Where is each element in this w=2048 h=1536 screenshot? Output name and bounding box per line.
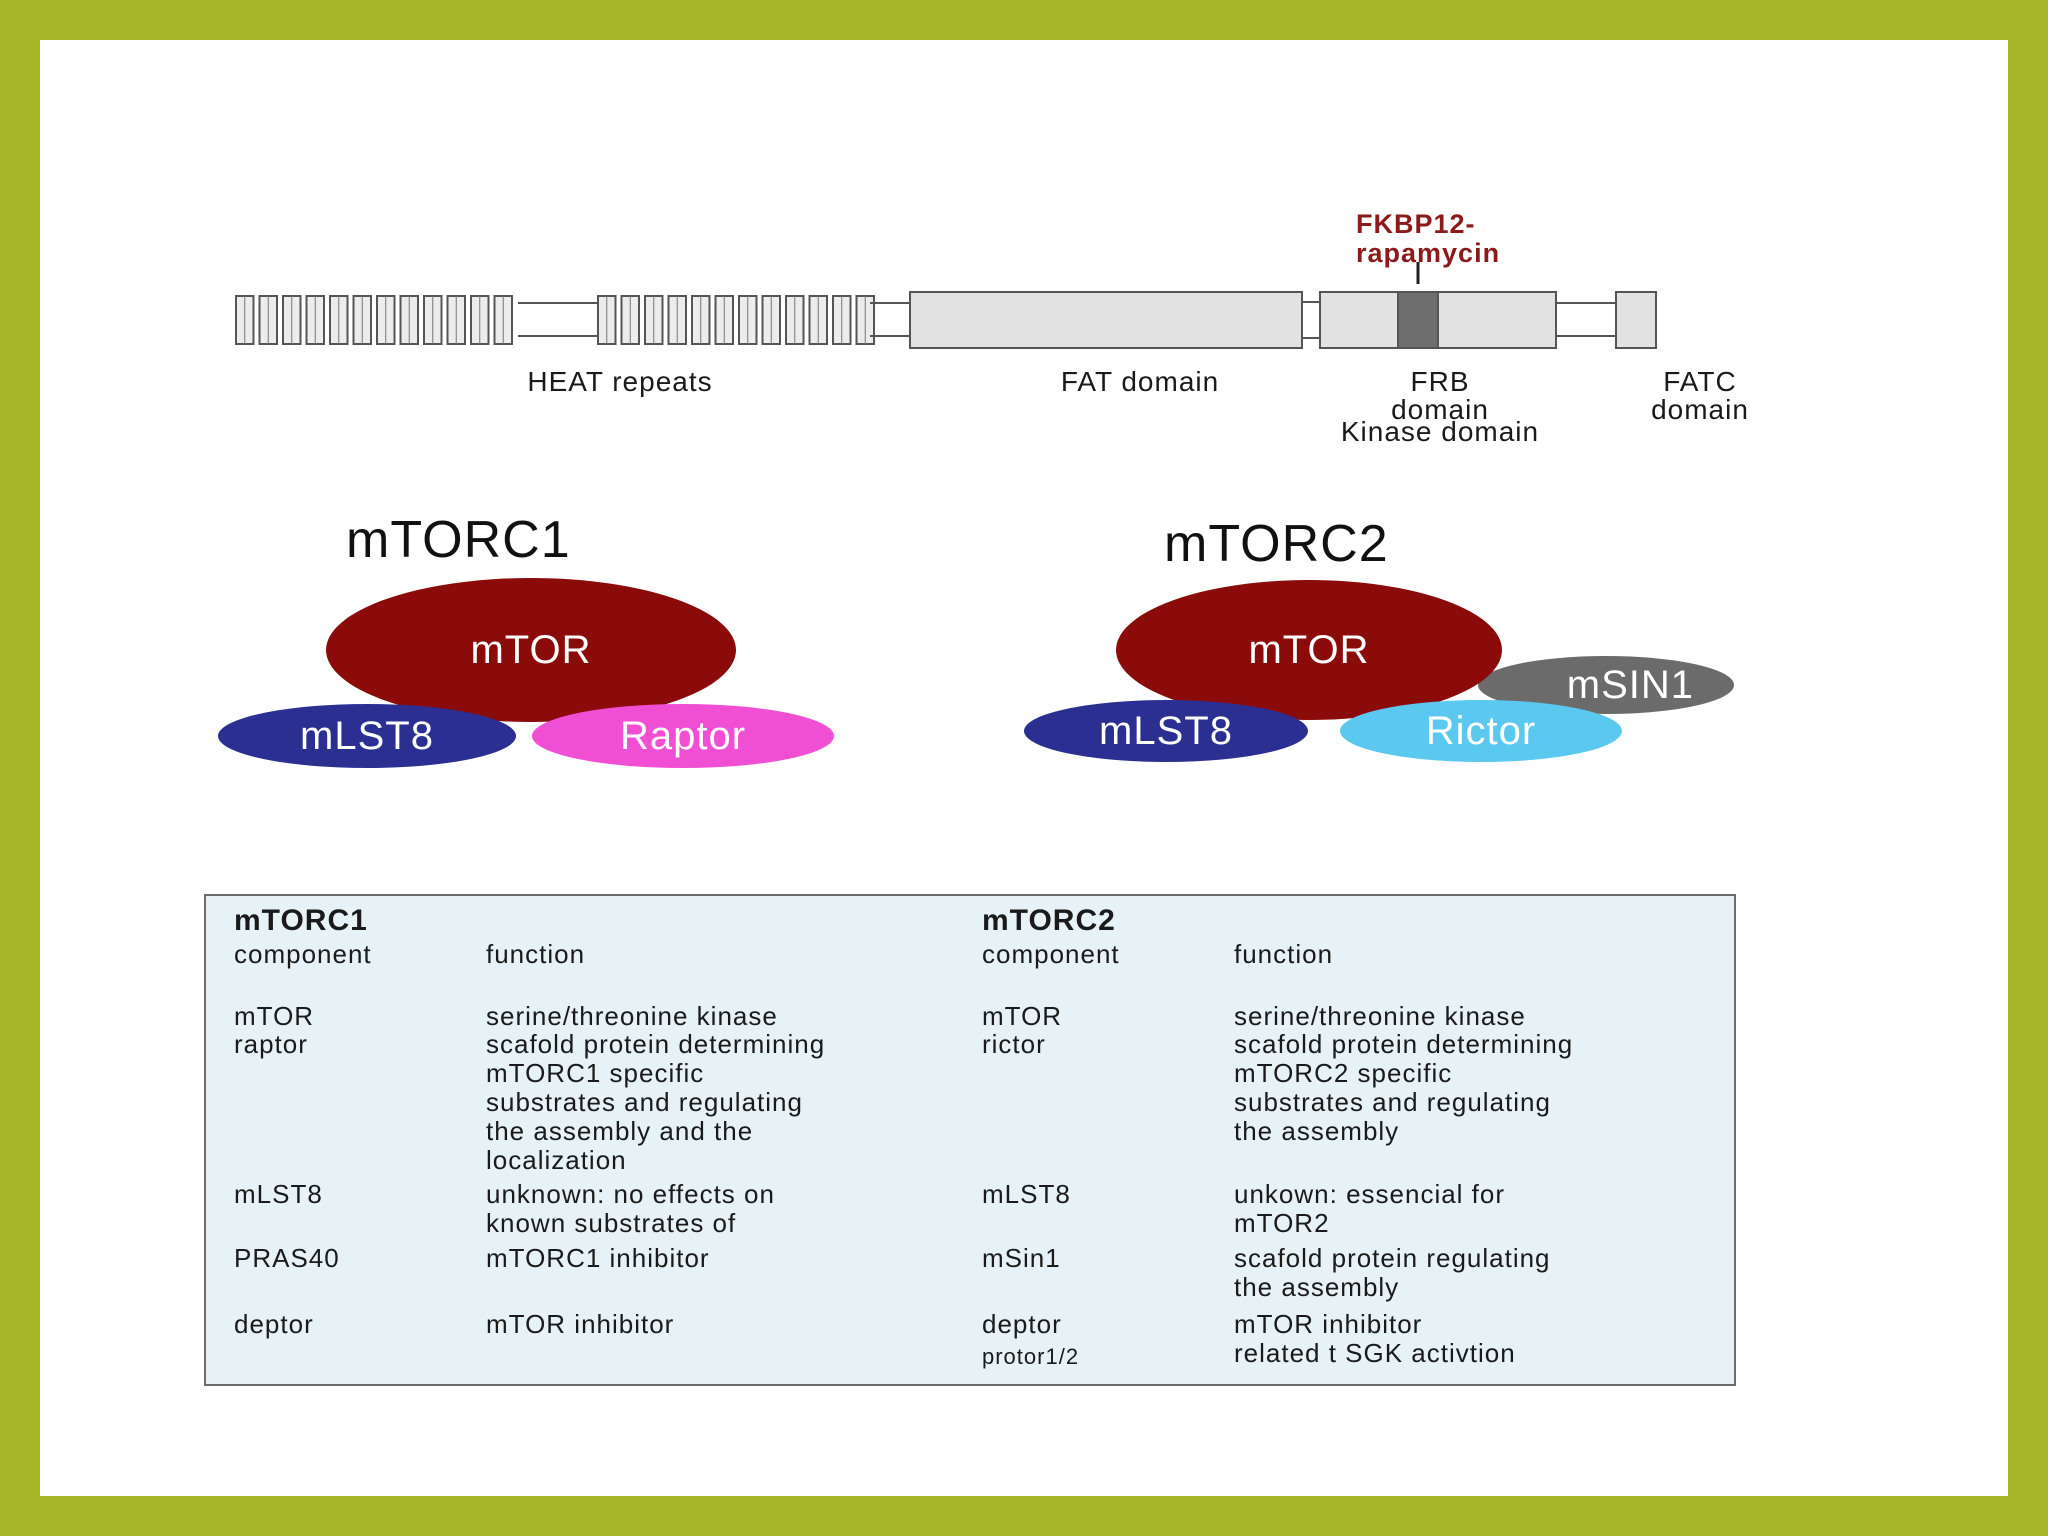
mtorc1-mlst8-label: mLST8 <box>300 713 434 758</box>
mtorc2-msin1-label: mSIN1 <box>1566 662 1694 707</box>
table-r-msin1-fn: scafold protein regulating the assembly <box>1234 1243 1551 1302</box>
table-mtorc1-function-header: function <box>486 939 586 969</box>
mtorc1-raptor-label: Raptor <box>619 713 747 758</box>
mtorc1-mtor-label: mTOR <box>470 627 592 672</box>
fatc-line1: FATC <box>1663 366 1737 397</box>
table-l-mlst8-fn: unknown: no effects on known substrates … <box>486 1179 775 1238</box>
table-r-scaffold-fn: scafold protein determining mTORC2 speci… <box>1234 1029 1574 1146</box>
frb-domain-box <box>1397 291 1439 349</box>
kinase-domain-label: Kinase domain <box>1340 416 1540 447</box>
table-r-msin1: mSin1 <box>982 1243 1061 1273</box>
table-r-mlst8: mLST8 <box>982 1179 1071 1209</box>
fat-domain-box <box>909 291 1303 349</box>
table-l-pras40: PRAS40 <box>234 1243 340 1273</box>
table-r-deptor: deptor <box>982 1309 1062 1339</box>
fkbp-line2: rapamycin <box>1356 238 1501 268</box>
heat-repeats-group-2 <box>597 295 875 345</box>
mtorc1-mlst8-subunit: mLST8 <box>218 704 516 768</box>
table-l-kinase-fn: serine/threonine kinase <box>486 1001 778 1031</box>
fkbp12-rapamycin-label: FKBP12- rapamycin <box>1356 210 1500 268</box>
table-l-deptor-fn: mTOR inhibitor <box>486 1309 675 1339</box>
fatc-domain-label: FATC domain <box>1600 368 1800 424</box>
frb-domain-label: FRB domain <box>1330 368 1550 424</box>
heat-repeats-group-1 <box>235 295 513 345</box>
table-mtorc1-title: mTORC1 <box>234 904 368 937</box>
mtorc2-mlst8-label: mLST8 <box>1099 708 1233 753</box>
frb-line1: FRB <box>1410 366 1470 397</box>
table-r-deptor-fn: mTOR inhibitor related t SGK activtion <box>1234 1309 1516 1368</box>
table-r-kinase-fn: serine/threonine kinase <box>1234 1001 1526 1031</box>
mtorc2-mtor-label: mTOR <box>1248 627 1370 672</box>
mtorc1-mtor-subunit: mTOR <box>326 578 736 722</box>
mtorc2-title: mTORC2 <box>1164 515 1389 573</box>
mtorc2-mtor-subunit: mTOR <box>1116 580 1502 720</box>
table-l-pras40-fn: mTORC1 inhibitor <box>486 1243 710 1273</box>
table-r-mtor: mTOR <box>982 1001 1063 1031</box>
table-l-deptor: deptor <box>234 1309 314 1339</box>
component-table: mTORC1 component function mTORC2 compone… <box>204 894 1736 1386</box>
fatc-domain-box <box>1615 291 1657 349</box>
mtorc2-rictor-subunit: Rictor <box>1340 700 1622 762</box>
mtorc1-raptor-subunit: Raptor <box>532 704 834 768</box>
fkbp-line1: FKBP12- <box>1356 209 1476 239</box>
table-mtorc2-component-header: component <box>982 939 1120 969</box>
mtorc2-rictor-label: Rictor <box>1425 708 1537 753</box>
linker-box <box>1301 301 1321 339</box>
table-r-rictor: rictor <box>982 1029 1046 1059</box>
table-mtorc2-title: mTORC2 <box>982 904 1116 937</box>
table-l-scaffold-fn: scafold protein determining mTORC1 speci… <box>486 1029 826 1175</box>
mtorc2-mlst8-subunit: mLST8 <box>1024 700 1308 762</box>
table-r-protor: protor1/2 <box>982 1344 1080 1369</box>
table-mtorc1-component-header: component <box>234 939 372 969</box>
fatc-line2: domain <box>1651 394 1749 425</box>
mtorc1-title: mTORC1 <box>346 511 571 569</box>
mtorc2-msin1-subunit: mSIN1 <box>1478 656 1734 714</box>
table-r-mlst8-fn: unkown: essencial for mTOR2 <box>1234 1179 1506 1238</box>
mtor-domain-diagram <box>235 262 1657 349</box>
frb-line2: domain <box>1391 394 1489 425</box>
table-l-raptor: raptor <box>234 1029 308 1059</box>
table-mtorc2-function-header: function <box>1234 939 1334 969</box>
table-l-mtor: mTOR <box>234 1001 315 1031</box>
fat-domain-label: FAT domain <box>1060 366 1220 397</box>
table-l-mlst8: mLST8 <box>234 1179 323 1209</box>
heat-repeats-label: HEAT repeats <box>527 366 713 397</box>
